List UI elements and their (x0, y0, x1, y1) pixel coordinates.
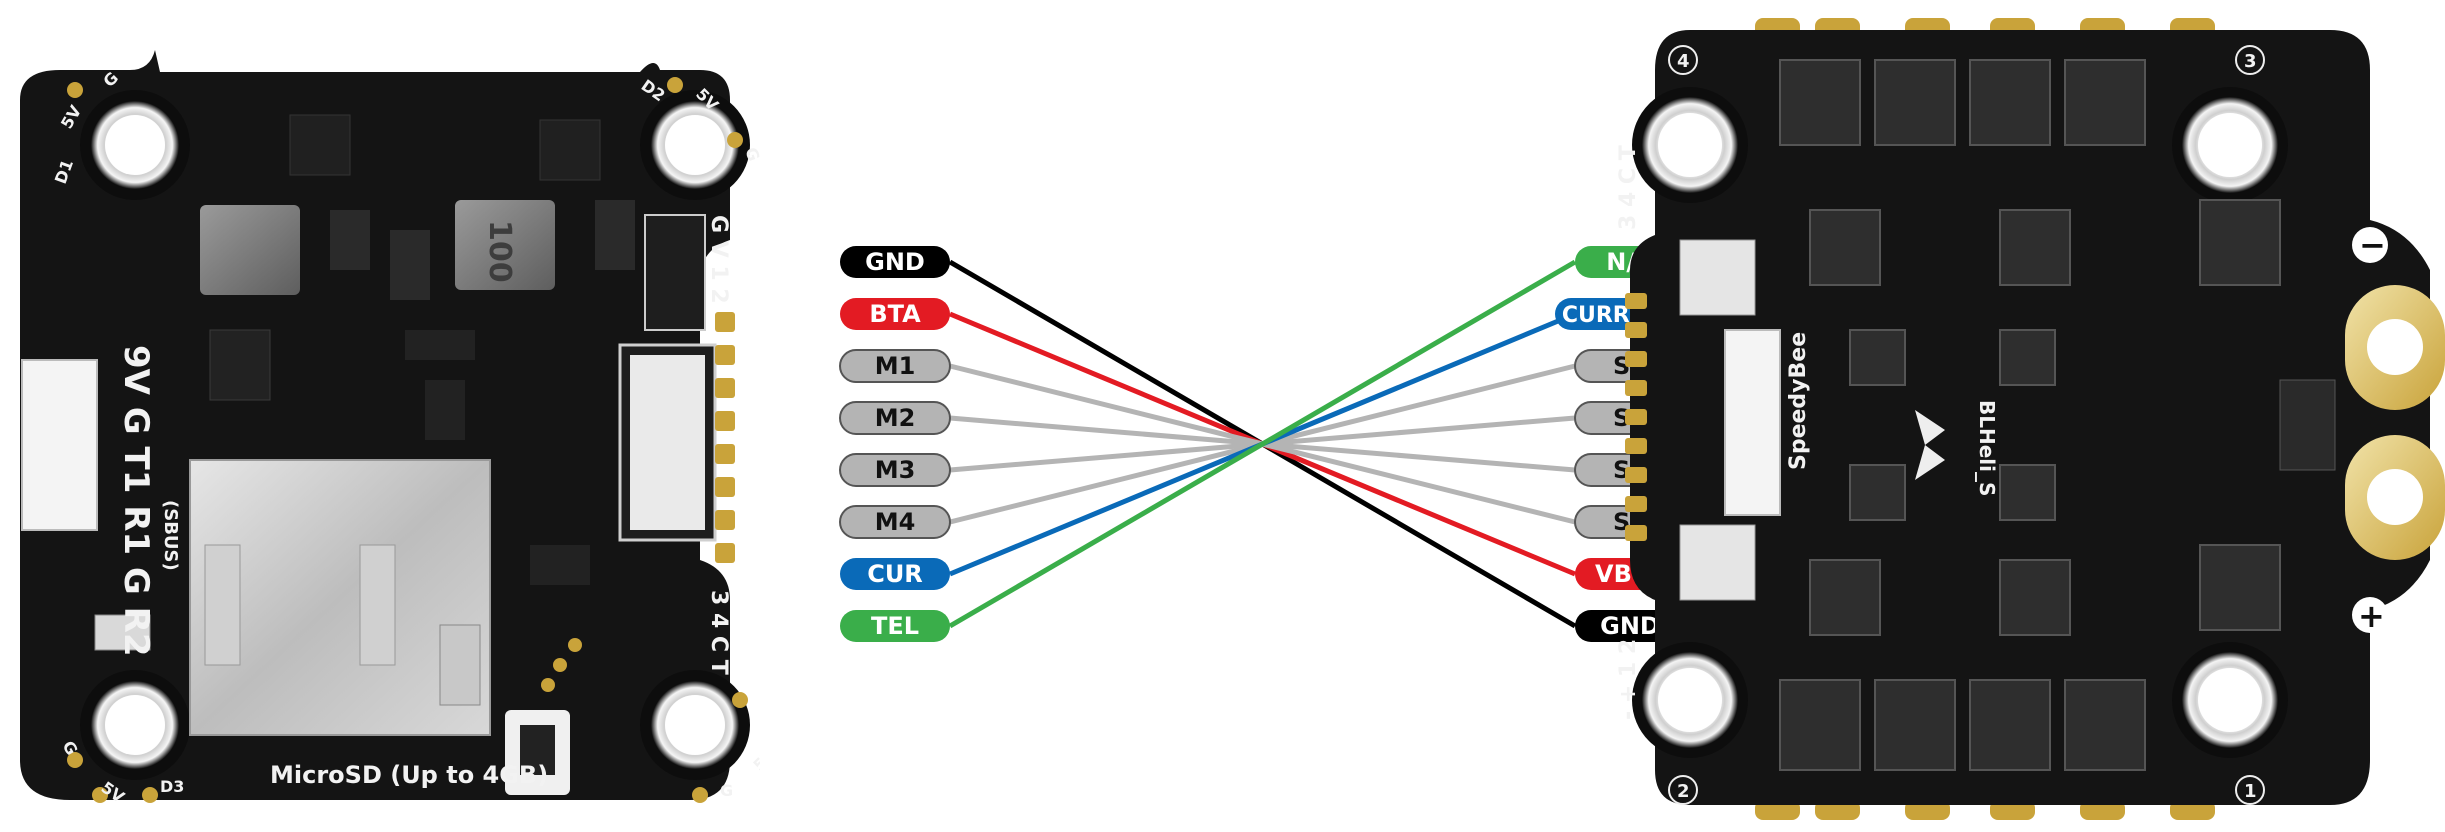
left-pin-label-text: BTA (869, 300, 921, 328)
mount-hole-top-left (80, 90, 190, 200)
left-pin-label-tel: TEL (840, 610, 950, 642)
esc-hole-top-right (2172, 87, 2288, 203)
left-pin-label-m4: M4 (839, 505, 951, 539)
esc-connector-top-label: 3 4 C T (1616, 145, 1641, 230)
motor-number-4: 4 (1677, 51, 1690, 72)
esc-brand-text: SpeedyBee (1786, 332, 1811, 470)
corner-pads (67, 77, 748, 803)
esc-connector-bottom-label: - + 1 2 (1616, 639, 1641, 720)
wires (948, 259, 1577, 629)
mount-hole-bottom-left (80, 670, 190, 780)
esc-side-connector (1625, 239, 1781, 601)
esc-hole-bottom-left (1632, 642, 1748, 758)
esc-power-pads: − + (2279, 226, 2445, 635)
left-pin-label-gnd: GND (840, 246, 950, 278)
microsd-label: MicroSD (Up to 4GB) (270, 761, 548, 789)
left-pin-label-text: M4 (875, 508, 916, 536)
left-pin-label-m3: M3 (839, 453, 951, 487)
microsd-slot (189, 459, 491, 736)
esc-board: 4 3 2 1 SpeedyBee BLHeli_S (1616, 18, 2445, 820)
left-pin-label-text: GND (865, 248, 925, 276)
esc-hole-top-left (1632, 87, 1748, 203)
corner-label-tr-2: G (741, 145, 760, 164)
left-pin-label-bta: BTA (840, 298, 950, 330)
corner-label-bl-2: D3 (160, 777, 184, 796)
corner-label-br-1: 5V (749, 744, 760, 774)
left-pin-label-text: M2 (875, 404, 916, 432)
motor-number-3: 3 (2244, 51, 2257, 72)
corner-label-br-2: G (720, 781, 733, 800)
inductor-marking: 100 (482, 220, 517, 283)
flight-controller-board: G 5V D1 D2 5V G G 5V D3 D4 5V G 100 (20, 50, 760, 807)
left-pin-label-text: CUR (867, 560, 923, 588)
motor-number-2: 2 (1677, 781, 1690, 802)
motor-number-1: 1 (2244, 781, 2257, 802)
esc-motor-numbers: 4 3 2 1 (1668, 45, 2265, 805)
left-pin-label-text: TEL (871, 612, 919, 640)
fc-connector-top-label: G V 1 2 (706, 215, 731, 304)
left-pin-label-m2: M2 (839, 401, 951, 435)
fc-pad-labels: 9V G T1 R1 G R2 (116, 345, 156, 657)
right-pin-label-text: GND (1600, 612, 1660, 640)
power-plus-icon: + (2358, 597, 2385, 635)
fc-sbus-label: (SBUS) (160, 500, 181, 571)
speedybee-logo-icon (1915, 410, 1945, 480)
fc-connector-bottom-label: 3 4 C T (706, 590, 731, 675)
esc-mosfets (1779, 59, 2281, 771)
mount-hole-top-right (640, 90, 750, 200)
mount-hole-bottom-right (640, 670, 750, 780)
esc-hole-bottom-right (2172, 642, 2288, 758)
esc-firmware-text: BLHeli_S (1975, 400, 1999, 496)
fc-connector-pads (715, 312, 735, 563)
left-pin-label-m1: M1 (839, 349, 951, 383)
left-pin-label-cur: CUR (840, 558, 950, 590)
fc-components: 100 (21, 114, 717, 795)
left-pin-label-text: M3 (875, 456, 916, 484)
wire-tel-to-na (948, 259, 1577, 629)
power-minus-icon: − (2359, 226, 2386, 264)
left-pin-label-text: M1 (875, 352, 916, 380)
